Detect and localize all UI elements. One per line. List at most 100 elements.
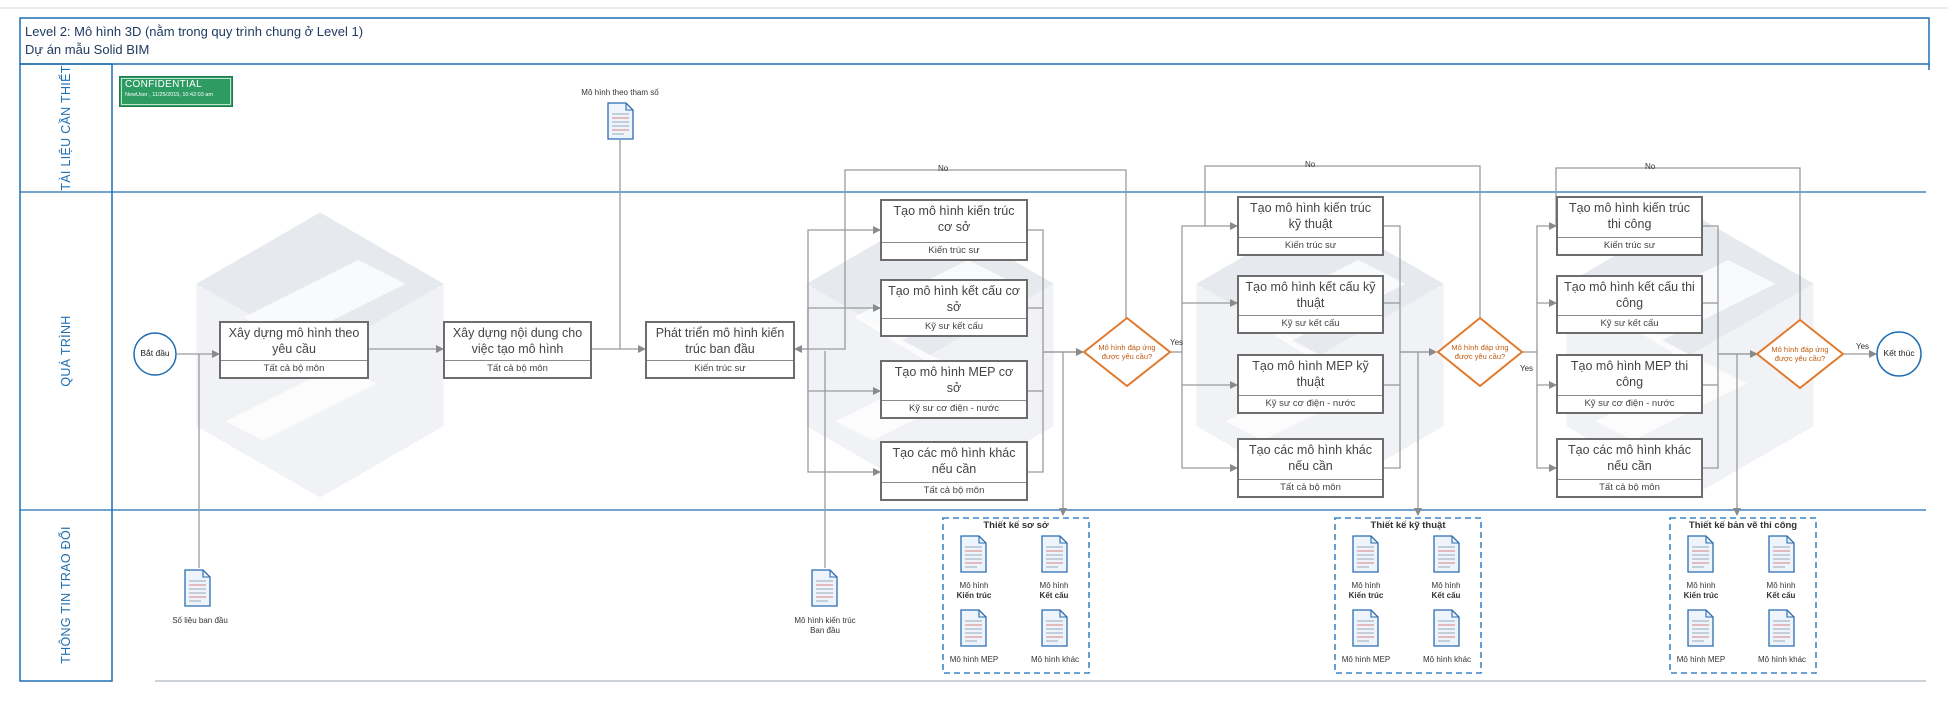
task-role: Kỹ sư kết cấu bbox=[1558, 315, 1701, 332]
task-title: Phát triển mô hình kiến trúc ban đầu bbox=[655, 326, 785, 356]
task-phase1-mep[interactable]: Tạo mô hình MEP cơ sở Kỹ sư cơ điện - nư… bbox=[880, 360, 1028, 419]
doc-caption-line2: Kiến trúc bbox=[956, 591, 992, 600]
lane-label-documents: TÀI LIỆU CẦN THIẾT bbox=[59, 65, 73, 191]
task-role: Kiến trúc sư bbox=[647, 360, 793, 377]
doc-caption-line1: Mô hình bbox=[1351, 581, 1381, 590]
task-build-model-requirements[interactable]: Xây dựng mô hình theo yêu cầu Tất cả bộ … bbox=[219, 321, 369, 379]
task-phase1-other[interactable]: Tạo các mô hình khác nếu cần Tất cả bộ m… bbox=[880, 441, 1028, 501]
document-icon bbox=[184, 569, 211, 607]
task-role: Tất cả bộ môn bbox=[221, 360, 367, 377]
flow-label-yes: Yes bbox=[1170, 338, 1184, 347]
task-role: Kiến trúc sư bbox=[1558, 237, 1701, 254]
param-doc-caption: Mô hình theo tham số bbox=[581, 88, 659, 97]
task-phase2-structure[interactable]: Tạo mô hình kết cấu kỹ thuật Kỹ sư kết c… bbox=[1237, 275, 1384, 334]
task-role: Kỹ sư cơ điện - nước bbox=[882, 400, 1026, 417]
group-frame-2 bbox=[1334, 517, 1482, 674]
decision-label-line2: được yêu cầu? bbox=[1454, 352, 1506, 361]
task-title: Tạo mô hình kiến trúc kỹ thuật bbox=[1250, 201, 1371, 231]
group-doc-caption: Mô hình MEP bbox=[949, 655, 999, 664]
document-icon bbox=[960, 609, 987, 647]
task-phase3-architecture[interactable]: Tạo mô hình kiến trúc thi công Kiến trúc… bbox=[1556, 196, 1703, 256]
flow-label-yes: Yes bbox=[1520, 364, 1534, 373]
document-icon bbox=[1768, 609, 1795, 647]
decision-label-line1: Mô hình đáp ứng bbox=[1451, 343, 1509, 352]
task-phase2-other[interactable]: Tạo các mô hình khác nếu cần Tất cả bộ m… bbox=[1237, 438, 1384, 498]
task-title: Tạo mô hình kết cấu cơ sở bbox=[888, 284, 1020, 314]
task-phase3-structure[interactable]: Tạo mô hình kết cấu thi công Kỹ sư kết c… bbox=[1556, 275, 1703, 334]
task-role: Tất cả bộ môn bbox=[1239, 479, 1382, 496]
document-icon bbox=[1687, 535, 1714, 573]
decision-diamond-2 bbox=[1436, 316, 1524, 388]
task-role: Tất cả bộ môn bbox=[882, 482, 1026, 499]
document-icon bbox=[1768, 535, 1795, 573]
doc-caption-line2: Kết cấu bbox=[1039, 591, 1069, 600]
task-title: Tạo các mô hình khác nếu cần bbox=[892, 446, 1016, 476]
doc-caption-line2: Kết cấu bbox=[1431, 591, 1461, 600]
document-icon bbox=[1352, 535, 1379, 573]
task-title: Tạo các mô hình khác nếu cần bbox=[1568, 443, 1691, 473]
task-role: Tất cả bộ môn bbox=[445, 360, 590, 377]
doc-caption-line1: Mô hình bbox=[1431, 581, 1461, 590]
doc-caption-line1: Mô hình bbox=[1039, 581, 1069, 590]
task-role: Kiến trúc sư bbox=[1239, 237, 1382, 254]
stamp-detail: NewUser , 11/25/2015, 10:42:03 am bbox=[125, 92, 213, 98]
task-role: Kỹ sư cơ điện - nước bbox=[1239, 395, 1382, 412]
start-label: Bắt đầu bbox=[140, 348, 170, 358]
task-phase3-mep[interactable]: Tạo mô hình MEP thi công Kỹ sư cơ điện -… bbox=[1556, 354, 1703, 414]
decision-diamond-1 bbox=[1082, 316, 1172, 388]
initial-model-caption-line1: Mô hình kiến trúc bbox=[794, 616, 856, 625]
task-phase2-architecture[interactable]: Tạo mô hình kiến trúc kỹ thuật Kiến trúc… bbox=[1237, 196, 1384, 256]
document-icon bbox=[1433, 609, 1460, 647]
task-title: Tạo mô hình kiến trúc cơ sở bbox=[893, 204, 1015, 234]
initial-model-caption: Mô hình kiến trúc Ban đầu bbox=[775, 616, 875, 636]
task-phase2-mep[interactable]: Tạo mô hình MEP kỹ thuật Kỹ sư cơ điện -… bbox=[1237, 354, 1384, 414]
document-icon bbox=[1687, 609, 1714, 647]
task-title: Tạo mô hình MEP thi công bbox=[1570, 359, 1689, 389]
decision-diamond-3 bbox=[1755, 318, 1845, 390]
group-doc-caption: Mô hình khác bbox=[1030, 655, 1080, 664]
group-title-1: Thiết kế sơ sở bbox=[983, 520, 1049, 531]
task-phase3-other[interactable]: Tạo các mô hình khác nếu cần Tất cả bộ m… bbox=[1556, 438, 1703, 498]
task-build-content[interactable]: Xây dựng nội dung cho việc tạo mô hình T… bbox=[443, 321, 592, 379]
confidential-stamp: CONFIDENTIAL NewUser , 11/25/2015, 10:42… bbox=[119, 76, 233, 107]
task-title: Tạo mô hình MEP cơ sở bbox=[894, 365, 1014, 395]
decision-label-2: Mô hình đáp ứng được yêu cầu? bbox=[1440, 343, 1520, 361]
decision-label-line2: được yêu cầu? bbox=[1101, 352, 1153, 361]
group-frame-1 bbox=[942, 517, 1090, 674]
group-doc-caption: Mô hình khác bbox=[1422, 655, 1472, 664]
decision-label-line2: được yêu cầu? bbox=[1774, 354, 1826, 363]
task-title: Tạo mô hình kết cấu thi công bbox=[1564, 280, 1695, 310]
task-phase1-structure[interactable]: Tạo mô hình kết cấu cơ sở Kỹ sư kết cấu bbox=[880, 279, 1028, 337]
group-doc-caption: Mô hình MEP bbox=[1341, 655, 1391, 664]
diagram-title: Level 2: Mô hình 3D (nằm trong quy trình… bbox=[25, 24, 364, 39]
flow-label-yes: Yes bbox=[1856, 342, 1870, 351]
document-icon bbox=[1041, 609, 1068, 647]
task-role: Kiến trúc sư bbox=[882, 242, 1026, 259]
end-node bbox=[1876, 331, 1922, 377]
task-phase1-architecture[interactable]: Tạo mô hình kiến trúc cơ sở Kiến trúc sư bbox=[880, 199, 1028, 261]
flow-label-no: No bbox=[1645, 162, 1656, 171]
task-title: Tạo mô hình kiến trúc thi công bbox=[1569, 201, 1690, 231]
document-icon bbox=[1352, 609, 1379, 647]
lane-label-process: QUÁ TRÌNH bbox=[59, 315, 73, 387]
document-icon bbox=[1433, 535, 1460, 573]
decision-label-line1: Mô hình đáp ứng bbox=[1771, 345, 1829, 354]
group-title-2: Thiết kế kỹ thuật bbox=[1370, 520, 1446, 531]
document-icon bbox=[607, 102, 634, 140]
doc-caption-line1: Mô hình bbox=[1686, 581, 1716, 590]
document-icon bbox=[1041, 535, 1068, 573]
flow-label-no: No bbox=[938, 164, 949, 173]
task-develop-initial-model[interactable]: Phát triển mô hình kiến trúc ban đầu Kiế… bbox=[645, 321, 795, 379]
task-role: Kỹ sư kết cấu bbox=[1239, 315, 1382, 332]
group-doc-caption: Mô hình khác bbox=[1757, 655, 1807, 664]
document-icon bbox=[811, 569, 838, 607]
project-name: Dự án mẫu Solid BIM bbox=[25, 42, 150, 57]
stamp-label: CONFIDENTIAL bbox=[125, 79, 202, 90]
initial-model-caption-line2: Ban đầu bbox=[810, 626, 840, 635]
start-node bbox=[133, 332, 177, 376]
decision-label-line1: Mô hình đáp ứng bbox=[1098, 343, 1156, 352]
